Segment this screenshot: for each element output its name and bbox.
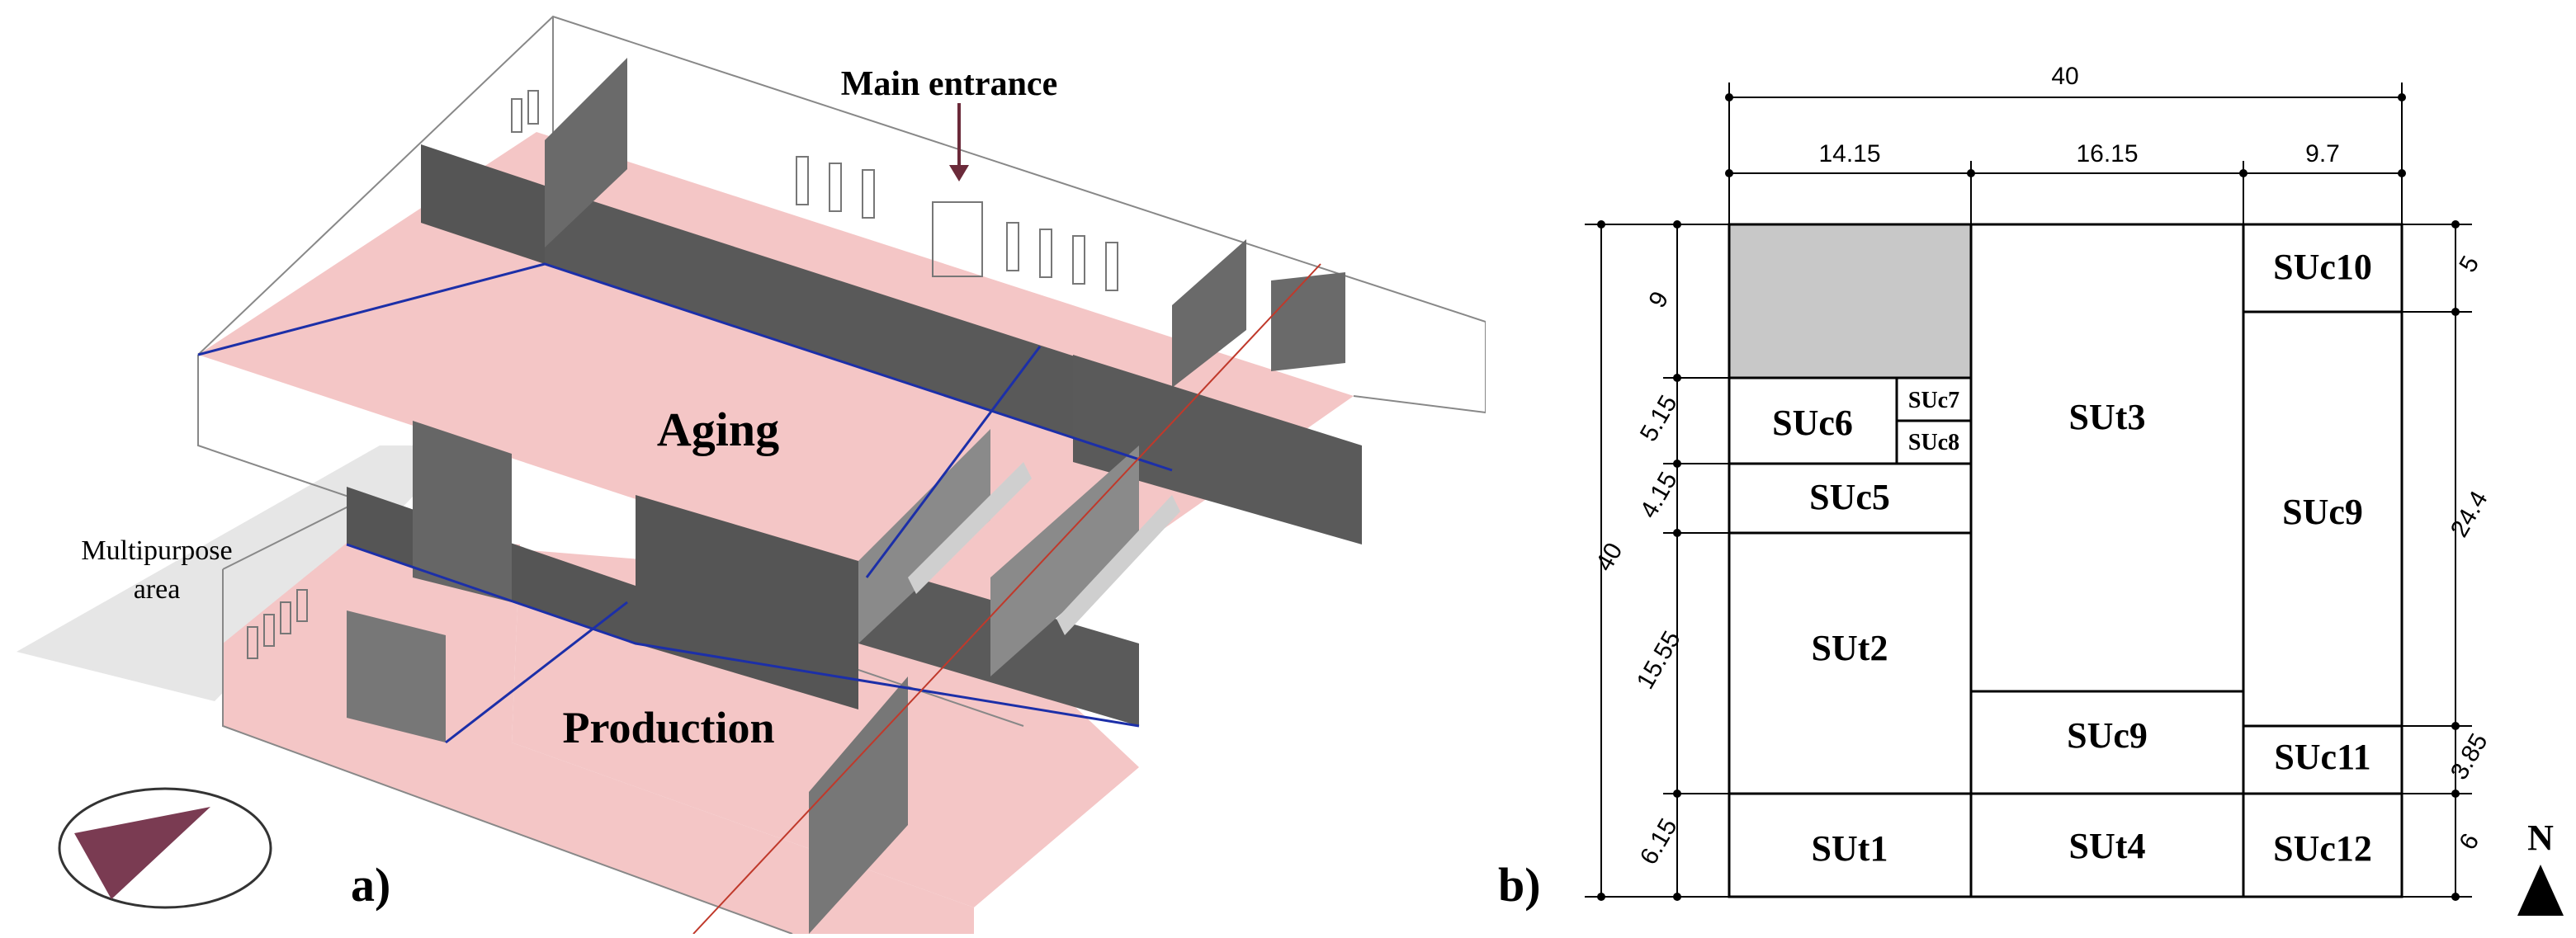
room-suc9-right: SUc9	[2282, 492, 2363, 532]
room-suc7: SUc7	[1908, 388, 1959, 413]
wall-dark-1	[421, 144, 545, 264]
room-suc9-mid: SUc9	[2067, 715, 2148, 756]
entrance-arrow-head	[949, 165, 969, 181]
aging-label: Aging	[657, 403, 779, 456]
wall-dark-3	[545, 58, 627, 247]
dim-total-height: 40	[1591, 539, 1628, 576]
multipurpose-windows	[247, 589, 308, 659]
blue-line-3	[445, 601, 628, 744]
dim-col1: 14.15	[1818, 140, 1880, 167]
lower-box-front	[222, 569, 793, 935]
room-sut3: SUt3	[2069, 397, 2146, 437]
production-label: Production	[562, 703, 774, 752]
room-sut2: SUt2	[1812, 628, 1888, 668]
dim-col2: 16.15	[2076, 140, 2138, 167]
blue-line-1	[197, 262, 1173, 472]
dim-right-row1: 5	[2454, 252, 2484, 277]
wall-dark-2	[545, 186, 1172, 470]
dim-left-row2: 5.15	[1635, 391, 1683, 446]
north-label: N	[2527, 818, 2554, 858]
north-arrow-icon	[2517, 865, 2564, 916]
room-sut1: SUt1	[1812, 828, 1888, 869]
lower-box-top	[222, 502, 356, 570]
wall-dark-11	[347, 610, 446, 742]
panel-a-label: a)	[351, 858, 390, 912]
main-entrance-label: Main entrance	[841, 65, 1057, 103]
wall-dark-7	[636, 495, 858, 709]
windows	[511, 90, 1118, 291]
dim-right-row2: 24.4	[2446, 487, 2493, 542]
wall-dark-9	[1073, 355, 1362, 544]
panel-a-isometric-view: Main entrance Aging Production Multipurp…	[17, 15, 1487, 935]
room-suc8: SUc8	[1908, 430, 1959, 455]
blue-line-2	[346, 543, 1140, 728]
multipurpose-label-line2: area	[134, 574, 181, 605]
wall-dark-5	[1271, 272, 1345, 371]
compass-arrow-icon	[74, 807, 210, 899]
main-door	[932, 201, 983, 277]
room-suc6: SUc6	[1772, 403, 1853, 443]
dimension-dots	[1597, 93, 2460, 901]
wall-dark-14	[990, 445, 1139, 676]
room-suc11: SUc11	[2274, 737, 2370, 777]
unused-gray-area	[1729, 224, 1971, 378]
room-suc10: SUc10	[2273, 247, 2372, 287]
wall-dark-13	[858, 429, 990, 643]
room-sut4: SUt4	[2069, 826, 2146, 866]
dim-right-row3: 3.85	[2446, 729, 2493, 785]
room-walls	[1728, 223, 2403, 898]
multipurpose-label-line1: Multipurpose	[81, 535, 232, 566]
dim-col3: 9.7	[2305, 140, 2340, 167]
dim-right-row4: 6	[2454, 829, 2484, 855]
dim-left-row5: 6.15	[1635, 814, 1683, 870]
dim-left-row3: 4.15	[1635, 468, 1683, 523]
wall-dark-12	[809, 676, 908, 934]
room-suc5: SUc5	[1809, 477, 1890, 517]
wall-dark-10	[413, 421, 512, 602]
floor-plan-drawing: 40 14.15 16.15 9.7 40 9 5.15 4.15 15.55 …	[1498, 63, 2564, 916]
panel-b-floor-plan: 40 14.15 16.15 9.7 40 9 5.15 4.15 15.55 …	[1486, 0, 2576, 934]
isometric-drawing: Main entrance Aging Production Multipurp…	[17, 15, 1487, 935]
room-suc12: SUc12	[2273, 828, 2372, 869]
panel-b-label: b)	[1498, 858, 1541, 912]
wall-light-2	[1056, 495, 1180, 635]
aging-floor	[198, 132, 1354, 627]
wall-light-1	[908, 462, 1032, 594]
wall-dark-4	[1172, 239, 1246, 388]
dim-left-row1: 9	[1643, 287, 1674, 313]
outer-box-side	[1353, 322, 1487, 414]
red-line	[692, 263, 1321, 935]
blue-line-4	[865, 346, 1042, 578]
compass-ellipse	[58, 787, 272, 909]
dim-total-width: 40	[2051, 63, 2078, 90]
